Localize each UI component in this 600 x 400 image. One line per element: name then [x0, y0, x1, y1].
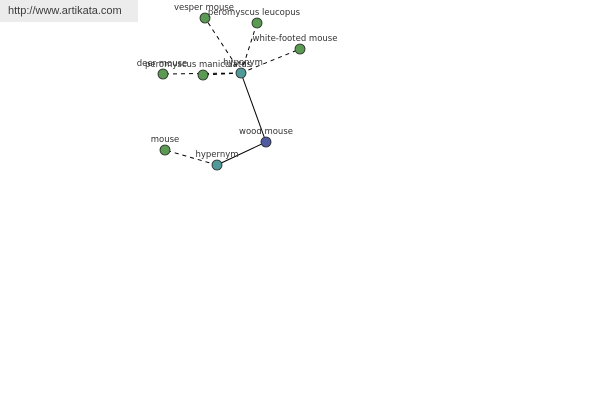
node-hypernym[interactable]	[211, 159, 223, 171]
node-label-peromyscus-maniculatus[interactable]: peromyscus maniculatus	[145, 60, 252, 70]
edge-wood-mouse-to-hyponym	[240, 72, 267, 143]
node-mouse[interactable]	[159, 144, 171, 156]
edge-hypernym-to-mouse	[164, 149, 218, 166]
edge-hyponym-to-peromyscus-leucopus	[240, 22, 258, 74]
site-url-link[interactable]: http://www.artikata.com	[0, 0, 138, 22]
node-vesper-mouse[interactable]	[199, 12, 211, 24]
node-label-hyponym[interactable]: hyponym	[223, 58, 263, 68]
node-deer-mouse[interactable]	[157, 68, 169, 80]
nodes-layer	[157, 12, 306, 171]
edges-layer	[162, 17, 301, 166]
edge-hyponym-to-vesper-mouse	[204, 17, 242, 74]
node-label-white-footed-mouse[interactable]: white-footed mouse	[253, 34, 338, 44]
edge-hyponym-to-peromyscus-maniculatus	[202, 72, 242, 76]
node-label-vesper-mouse[interactable]: vesper mouse	[174, 3, 234, 13]
node-label-deer-mouse[interactable]: deer mouse	[137, 59, 188, 69]
node-label-wood-mouse[interactable]: wood mouse	[239, 127, 293, 137]
node-peromyscus-maniculatus[interactable]	[197, 69, 209, 81]
node-label-mouse[interactable]: mouse	[151, 135, 180, 145]
node-label-peromyscus-leucopus[interactable]: peromyscus leucopus	[208, 8, 301, 18]
edge-hyponym-to-white-footed-mouse	[240, 48, 301, 74]
node-label-hypernym[interactable]: hypernym	[195, 150, 238, 160]
node-peromyscus-leucopus[interactable]	[251, 17, 263, 29]
node-wood-mouse[interactable]	[260, 136, 272, 148]
edge-wood-mouse-to-hypernym	[216, 141, 267, 166]
node-hyponym[interactable]	[235, 67, 247, 79]
node-white-footed-mouse[interactable]	[294, 43, 306, 55]
edge-hyponym-to-deer-mouse	[162, 72, 242, 75]
